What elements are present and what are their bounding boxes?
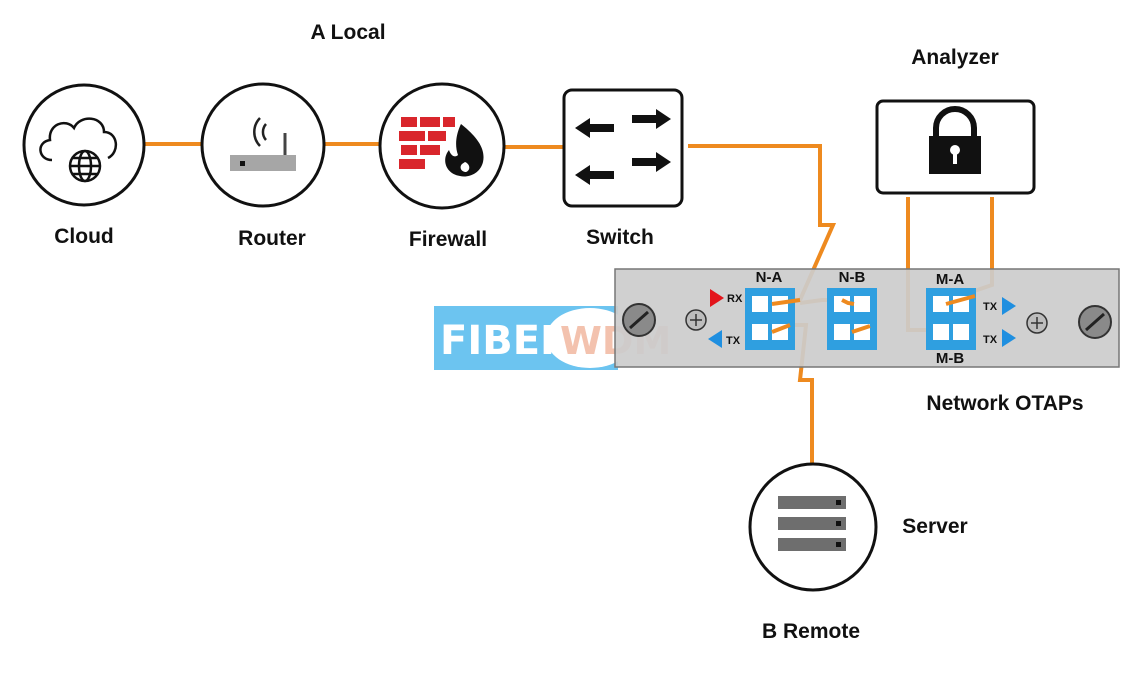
led-icon	[1026, 312, 1048, 334]
rx-arrow-icon	[710, 289, 724, 307]
switch-arrows-icon	[575, 109, 671, 185]
screw-icon	[622, 303, 656, 337]
screw-icon	[1078, 305, 1112, 339]
fiber-overlay	[771, 294, 976, 334]
router-label: Router	[238, 227, 306, 250]
cloud-label: Cloud	[54, 225, 113, 248]
cloud-node[interactable]: Cloud	[22, 83, 146, 248]
remote-site-label: B Remote	[762, 620, 860, 643]
router-node[interactable]: Router	[200, 82, 326, 250]
firewall-label: Firewall	[409, 228, 487, 251]
router-icon	[230, 117, 296, 171]
watermark: FIBER WDM	[434, 306, 671, 370]
tx-arrow-icon	[1002, 329, 1016, 347]
port-na[interactable]	[745, 288, 795, 350]
lock-icon	[929, 106, 981, 174]
tap-label: Network OTAPs	[926, 392, 1083, 415]
tx-label-ma: TX	[983, 301, 998, 313]
switch-label: Switch	[586, 226, 654, 249]
tx-label-mb: TX	[983, 334, 998, 346]
server-icon	[778, 496, 846, 551]
port-ma-label: M-A	[936, 271, 964, 288]
local-site-label: A Local	[310, 21, 385, 44]
tx-arrow-icon	[708, 330, 722, 348]
switch-node[interactable]: Switch	[562, 88, 684, 249]
firewall-icon	[399, 117, 484, 177]
server-label: Server	[902, 515, 967, 538]
tx-arrow-icon	[1002, 297, 1016, 315]
analyzer-node[interactable]: Analyzer	[875, 46, 1036, 195]
port-nb[interactable]	[827, 288, 877, 350]
port-mb-label: M-B	[936, 350, 964, 367]
port-nb-label: N-B	[839, 269, 866, 286]
port-na-label: N-A	[756, 269, 783, 286]
rx-label: RX	[727, 293, 743, 305]
firewall-node[interactable]: Firewall	[378, 82, 506, 251]
cloud-icon	[39, 117, 117, 183]
port-ma-mb[interactable]	[926, 288, 976, 350]
analyzer-label: Analyzer	[911, 46, 999, 69]
server-node[interactable]: Server	[748, 462, 968, 592]
tap-panel: N-A N-B M-A M-B RX TX TX TX	[614, 268, 1120, 368]
tx-label-na: TX	[726, 335, 741, 347]
led-icon	[685, 309, 707, 331]
